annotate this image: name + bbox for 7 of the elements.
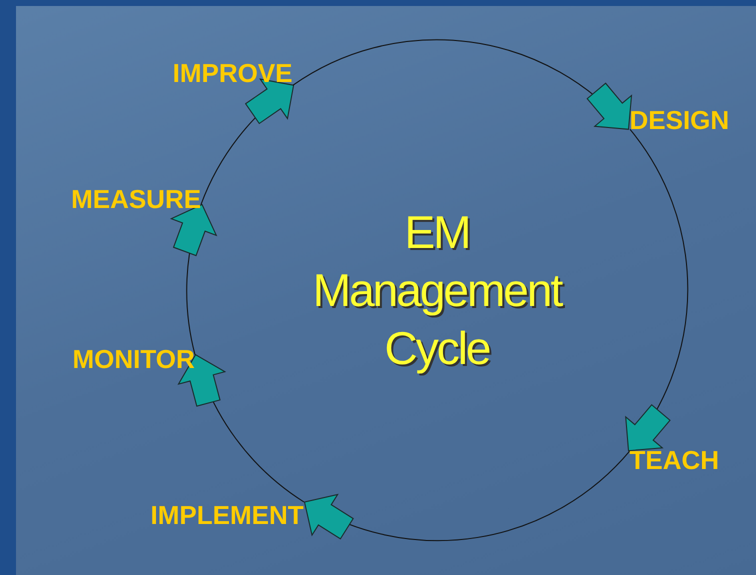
stage-label: MONITOR xyxy=(72,344,195,374)
stage-label: IMPLEMENT xyxy=(150,500,304,530)
stage-label: IMPROVE xyxy=(172,58,293,88)
stage-label: DESIGN xyxy=(630,104,730,135)
stage-label: MEASURE xyxy=(71,184,202,214)
stage-label: TEACH xyxy=(630,445,720,476)
cycle-title: EM Management Cycle xyxy=(287,203,587,377)
